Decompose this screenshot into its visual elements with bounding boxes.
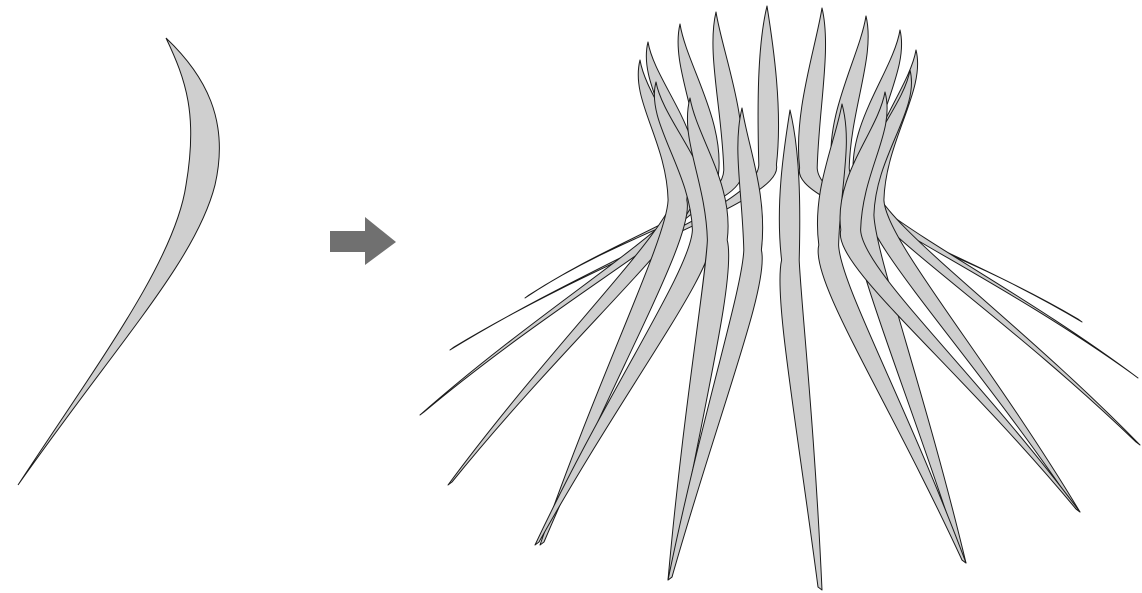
right-arrow-icon xyxy=(330,217,396,265)
curved-blade-icon xyxy=(18,38,219,485)
transform-arrow xyxy=(330,217,396,265)
radial-blade-array-icon xyxy=(420,6,1140,590)
single-blade xyxy=(18,38,219,485)
